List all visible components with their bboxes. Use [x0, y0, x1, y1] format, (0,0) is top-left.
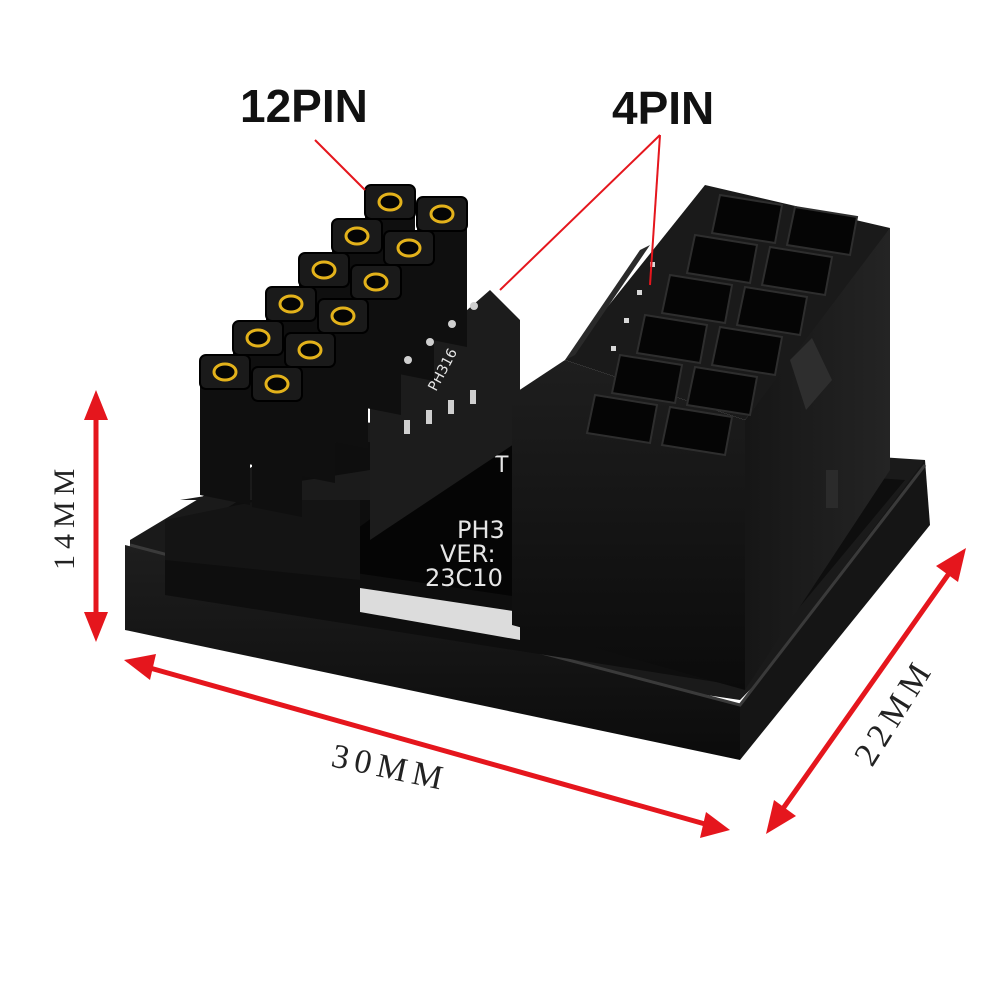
receptacle-cell — [660, 273, 734, 325]
pin-contact — [278, 294, 304, 314]
receptacle-cell — [660, 405, 734, 457]
pin-cells-12 — [199, 184, 468, 517]
pin-tower-face — [252, 387, 302, 517]
receptacle-cell — [785, 205, 859, 257]
receptacle-cell — [685, 365, 759, 417]
pin-contact — [396, 238, 422, 258]
pin-contact — [377, 192, 403, 212]
callouts — [314, 134, 661, 291]
pin-contact — [245, 328, 271, 348]
receptacle-cell — [610, 353, 684, 405]
receptacle-cells — [585, 193, 859, 457]
sense-pin-leg — [404, 420, 410, 434]
receptacle-cell — [760, 245, 834, 297]
sense-pin — [470, 302, 478, 310]
receptacle-cell — [710, 193, 784, 245]
receptacle-cell — [685, 233, 759, 285]
label-4pin: 4PIN — [612, 82, 714, 134]
pcb-board: T PH3 VER: 23C10 — [335, 420, 560, 600]
pin-contact — [363, 272, 389, 292]
sense-pin — [448, 320, 456, 328]
sense-pin-leg — [470, 390, 476, 404]
dimension-depth: 22MM — [847, 652, 941, 772]
dimension-height: 14MM — [48, 463, 81, 570]
depth-arrow-icon — [766, 548, 966, 834]
receptacle-sense-hole — [650, 262, 655, 267]
pin-tower — [251, 366, 303, 517]
sense-pin-leg — [448, 400, 454, 414]
sense-pins-4 — [404, 302, 478, 434]
pcb-text-line2: PH3 — [457, 516, 505, 544]
pin-contact — [344, 226, 370, 246]
pcb-text-line3: VER: — [440, 540, 496, 568]
receptacle-sense-hole — [624, 318, 629, 323]
pin-contact — [311, 260, 337, 280]
pin-tower-face — [200, 375, 250, 505]
label-12pin: 12PIN — [240, 80, 368, 132]
receptacle-cell — [710, 325, 784, 377]
sense-pin — [426, 338, 434, 346]
receptacle-cell — [585, 393, 659, 445]
pin-tower — [199, 354, 251, 505]
pin-contact — [297, 340, 323, 360]
pcb-text-line1: T — [494, 453, 509, 478]
receptacle-cell — [635, 313, 709, 365]
sense-pin-leg — [426, 410, 432, 424]
sense-pin — [404, 356, 412, 364]
pin-contact — [264, 374, 290, 394]
pin-contact — [429, 204, 455, 224]
receptacle-sense-pins — [611, 262, 655, 351]
connector-12pin-housing: PH316 — [165, 184, 520, 580]
pcb-text-line4: 23C10 — [425, 564, 503, 592]
length-arrow-icon — [124, 654, 730, 838]
receptacle-sense-hole — [611, 346, 616, 351]
receptacle-cell — [735, 285, 809, 337]
connector-receptacle — [512, 185, 890, 690]
pin-contact — [330, 306, 356, 326]
receptacle-sense-hole — [637, 290, 642, 295]
height-arrow-icon — [84, 390, 108, 642]
pin-contact — [212, 362, 238, 382]
